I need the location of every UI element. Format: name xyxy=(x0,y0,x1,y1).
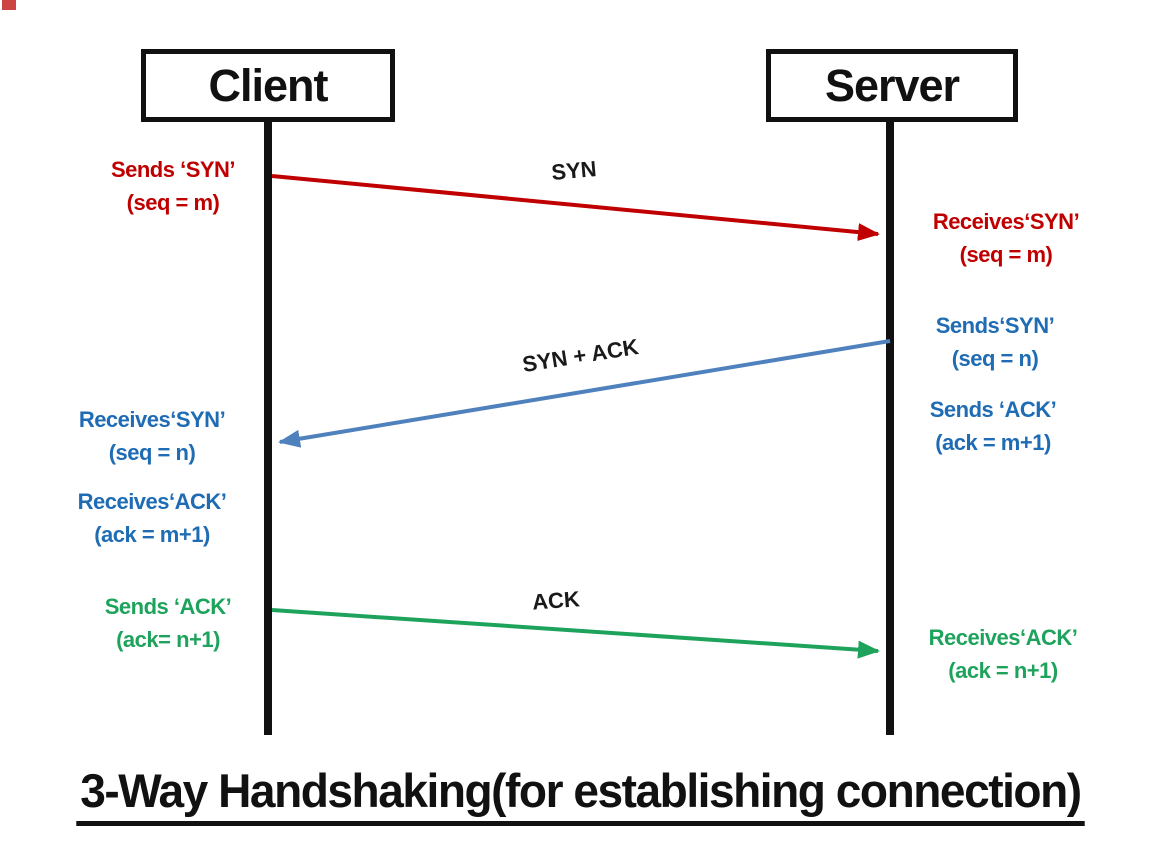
note-line: (seq = m) xyxy=(126,190,220,215)
client-lifeline xyxy=(264,120,272,735)
note-server-receives-syn: Receives‘SYN’ (seq = m) xyxy=(916,205,1096,271)
note-line: Sends ‘SYN’ xyxy=(110,157,236,182)
diagram-title-container: 3-Way Handshaking(for establishing conne… xyxy=(0,763,1160,826)
note-line: (seq = m) xyxy=(959,242,1053,267)
note-client-sends-syn: Sends ‘SYN’ (seq = m) xyxy=(83,153,263,219)
actor-client-box: Client xyxy=(141,49,395,122)
note-server-sends-ack: Sends ‘ACK’ (ack = m+1) xyxy=(898,393,1088,459)
message-label-ack: ACK xyxy=(531,586,581,615)
corner-red-mark xyxy=(2,0,16,10)
server-lifeline xyxy=(886,120,894,735)
note-line: (ack = m+1) xyxy=(94,522,210,547)
note-line: (seq = n) xyxy=(951,346,1039,371)
actor-client-label: Client xyxy=(208,59,328,111)
syn-arrow xyxy=(271,174,880,242)
note-line: Receives‘SYN’ xyxy=(932,209,1080,234)
note-server-receives-ack: Receives‘ACK’ (ack = n+1) xyxy=(908,621,1098,687)
message-label-syn: SYN xyxy=(550,156,598,185)
note-line: Sends ‘ACK’ xyxy=(929,397,1057,422)
ack-arrow xyxy=(271,608,880,659)
note-line: Receives‘ACK’ xyxy=(928,625,1078,650)
note-client-receives-syn: Receives‘SYN’ (seq = n) xyxy=(57,403,247,469)
note-client-receives-ack: Receives‘ACK’ (ack = m+1) xyxy=(57,485,247,551)
note-line: Sends‘SYN’ xyxy=(935,313,1055,338)
note-client-sends-ack: Sends ‘ACK’ (ack= n+1) xyxy=(78,590,258,656)
actor-server-label: Server xyxy=(824,59,960,111)
message-label-syn-ack: SYN + ACK xyxy=(520,333,641,378)
note-line: (ack= n+1) xyxy=(116,627,220,652)
diagram-title: 3-Way Handshaking(for establishing conne… xyxy=(75,763,1085,826)
actor-server-box: Server xyxy=(766,49,1018,122)
note-line: (seq = n) xyxy=(108,440,196,465)
note-line: Receives‘ACK’ xyxy=(77,489,227,514)
note-line: Receives‘SYN’ xyxy=(78,407,226,432)
note-server-sends-syn: Sends‘SYN’ (seq = n) xyxy=(905,309,1085,375)
note-line: Sends ‘ACK’ xyxy=(104,594,232,619)
note-line: (ack = m+1) xyxy=(935,430,1051,455)
note-line: (ack = n+1) xyxy=(948,658,1058,683)
